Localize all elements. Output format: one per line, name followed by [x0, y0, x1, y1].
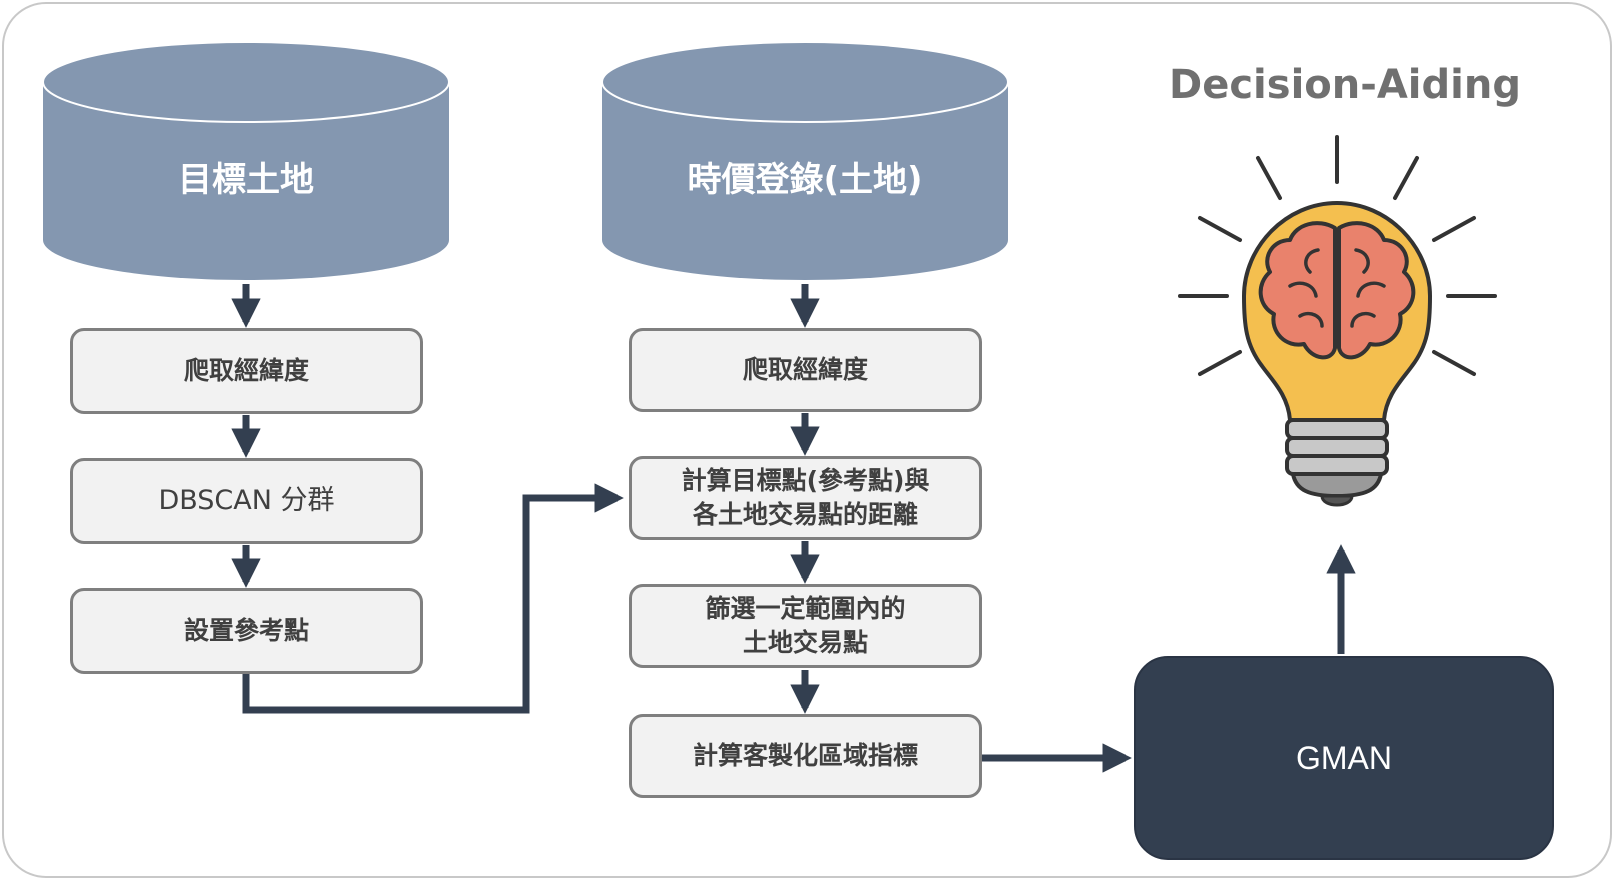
step-compute-distances: 計算目標點(參考點)與 各土地交易點的距離	[629, 456, 982, 540]
step-crawl-coordinates-middle: 爬取經緯度	[629, 328, 982, 412]
step-dbscan-clustering: DBSCAN 分群	[70, 458, 423, 544]
step-set-reference-points: 設置參考點	[70, 588, 423, 674]
gman-label: GMAN	[1296, 739, 1392, 776]
elbow-connector-arrow	[242, 483, 624, 714]
step-compute-regional-indicators: 計算客製化區域指標	[629, 714, 982, 798]
decision-aiding-title: Decision-Aiding	[1169, 62, 1521, 108]
database-label-target-land: 目標土地	[178, 160, 314, 200]
step-crawl-coordinates-left: 爬取經緯度	[70, 328, 423, 414]
database-cylinder-middle	[601, 41, 1009, 280]
gman-model-box: GMAN	[1134, 656, 1554, 860]
lightbulb-brain-icon	[1178, 135, 1497, 507]
database-label-transactions: 時價登錄(土地)	[687, 160, 923, 200]
database-cylinder-left	[42, 41, 450, 280]
step-filter-transactions: 篩選一定範圍內的 土地交易點	[629, 584, 982, 668]
